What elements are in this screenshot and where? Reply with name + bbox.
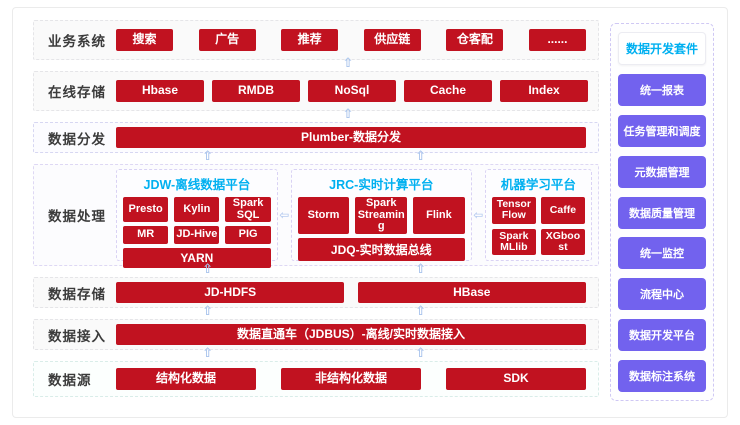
sidebar-item-data-dev-platform: 数据开发平台 [618, 319, 706, 352]
left-arrow-icon: ⇦ [473, 208, 484, 222]
row-nodes: Hbase RMDB NoSql Cache Index [116, 80, 588, 102]
flow-arrows: ⇧ ⇧ [115, 303, 599, 319]
diagram-card: 业务系统 搜索 广告 推荐 供应链 仓客配 ...... ⇧ 在线存储 Hbas… [12, 7, 728, 418]
sidebar-item-data-quality: 数据质量管理 [618, 196, 706, 229]
platform-title: JRC-实时计算平台 [329, 178, 434, 192]
node-jd-hdfs: JD-HDFS [116, 281, 345, 304]
node-caffe: Caffe [540, 197, 585, 224]
node-spark-sql: Spark SQL [225, 197, 271, 223]
row-nodes: 数据直通车（JDBUS）-离线/实时数据接入 [116, 323, 586, 346]
platform-title: 机器学习平台 [500, 178, 576, 192]
row-nodes: Plumber-数据分发 [116, 126, 586, 149]
platform-jdw-offline: JDW-离线数据平台 Presto Kylin Spark SQL MR JD-… [116, 169, 278, 269]
flow-arrows: ⇧ ⇧ [115, 261, 599, 277]
node-presto: Presto [123, 197, 169, 223]
node-xgboost: XGboost [540, 228, 585, 255]
platform-grid: Presto Kylin Spark SQL MR JD-Hive PIG [123, 197, 271, 245]
node-yarn: YARN [123, 248, 271, 269]
node-jdbus: 数据直通车（JDBUS）-离线/实时数据接入 [116, 323, 586, 346]
sidebar-data-dev-suite: 数据开发套件 统一报表 任务管理和调度 元数据管理 数据质量管理 统一监控 流程… [610, 23, 714, 401]
main-diagram-column: 业务系统 搜索 广告 推荐 供应链 仓客配 ...... ⇧ 在线存储 Hbas… [33, 20, 599, 404]
node-ellipsis: ...... [528, 29, 586, 51]
section-data-processing: 数据处理 JDW-离线数据平台 Presto Kylin Spark SQL M… [33, 164, 599, 269]
node-supply-chain: 供应链 [363, 29, 421, 51]
node-nosql: NoSql [308, 80, 396, 102]
node-cache: Cache [404, 80, 492, 102]
sidebar-item-data-labeling: 数据标注系统 [618, 360, 706, 392]
up-arrow-icon: ⇧ [202, 148, 214, 163]
node-pig: PIG [225, 226, 271, 245]
flow-arrows: ⇧ ⇧ [115, 148, 599, 164]
node-mr: MR [123, 226, 169, 245]
node-sdk: SDK [446, 368, 586, 390]
up-arrow-icon: ⇧ [415, 303, 426, 318]
node-hbase: Hbase [116, 80, 204, 102]
row-label-business-systems: 业务系统 [48, 34, 106, 49]
row-business-systems: 业务系统 搜索 广告 推荐 供应链 仓客配 ...... [33, 20, 599, 60]
node-plumber: Plumber-数据分发 [116, 126, 586, 149]
row-online-storage: 在线存储 Hbase RMDB NoSql Cache Index [33, 71, 599, 111]
up-arrow-icon: ⇧ [415, 148, 426, 163]
sidebar-item-unified-report: 统一报表 [618, 73, 706, 106]
row-nodes: 搜索 广告 推荐 供应链 仓客配 ...... [116, 29, 586, 51]
flow-arrows: ⇧ ⇧ [115, 345, 599, 361]
up-arrow-icon: ⇧ [415, 345, 426, 360]
row-nodes: 结构化数据 非结构化数据 SDK [116, 368, 586, 390]
row-data-access: 数据接入 数据直通车（JDBUS）-离线/实时数据接入 [33, 319, 599, 350]
sidebar-item-unified-monitoring: 统一监控 [618, 237, 706, 270]
node-index: Index [500, 80, 588, 102]
node-hbase-storage: HBase [357, 281, 586, 304]
row-data-storage: 数据存储 JD-HDFS HBase [33, 277, 599, 308]
platform-group: JDW-离线数据平台 Presto Kylin Spark SQL MR JD-… [116, 169, 592, 269]
up-arrow-icon: ⇧ [202, 261, 214, 276]
row-label-data-distribution: 数据分发 [48, 131, 106, 147]
node-spark-streaming: Spark Streaming [355, 197, 408, 234]
node-jd-hive: JD-Hive [174, 226, 220, 245]
node-flink: Flink [413, 197, 465, 234]
sidebar-item-process-center: 流程中心 [618, 278, 706, 311]
up-arrow-icon: ⇧ [342, 55, 354, 70]
row-label-data-source: 数据源 [48, 373, 92, 388]
node-warehouse-delivery: 仓客配 [446, 29, 504, 51]
node-spark-mllib: Spark MLlib [491, 228, 536, 255]
node-storm: Storm [297, 197, 350, 234]
sidebar-item-task-scheduling: 任务管理和调度 [618, 114, 706, 147]
row-data-source: 数据源 结构化数据 非结构化数据 SDK [33, 361, 599, 397]
up-arrow-icon: ⇧ [415, 261, 426, 276]
node-recommend: 推荐 [281, 29, 339, 51]
row-nodes: JD-HDFS HBase [116, 281, 586, 304]
node-structured-data: 结构化数据 [116, 368, 256, 390]
node-ads: 广告 [198, 29, 256, 51]
up-arrow-icon: ⇧ [202, 303, 214, 318]
node-search: 搜索 [116, 29, 173, 51]
node-tensorflow: TensorFlow [491, 197, 536, 224]
sidebar-title: 数据开发套件 [618, 32, 706, 65]
node-jdq-bus: JDQ-实时数据总线 [297, 237, 465, 261]
node-rmdb: RMDB [212, 80, 300, 102]
flow-arrows: ⇧ [115, 55, 599, 71]
platform-title: JDW-离线数据平台 [143, 178, 251, 192]
row-label-data-processing: 数据处理 [48, 209, 106, 224]
up-arrow-icon: ⇧ [342, 106, 354, 121]
row-data-distribution: 数据分发 Plumber-数据分发 [33, 122, 599, 153]
flow-arrows: ⇧ [115, 106, 599, 122]
sidebar-item-metadata-mgmt: 元数据管理 [618, 155, 706, 188]
up-arrow-icon: ⇧ [202, 345, 214, 360]
row-label-data-storage: 数据存储 [48, 286, 106, 302]
row-label-online-storage: 在线存储 [48, 85, 106, 100]
platform-grid: Storm Spark Streaming Flink [297, 197, 465, 234]
node-kylin: Kylin [174, 197, 220, 223]
platform-machine-learning: 机器学习平台 TensorFlow Caffe Spark MLlib XGbo… [484, 169, 592, 261]
platform-jrc-realtime: JRC-实时计算平台 Storm Spark Streaming Flink J… [290, 169, 472, 261]
left-arrow-icon: ⇦ [279, 208, 290, 222]
node-unstructured-data: 非结构化数据 [281, 368, 421, 390]
row-label-data-access: 数据接入 [48, 328, 106, 344]
platform-grid: TensorFlow Caffe Spark MLlib XGboost [491, 197, 585, 255]
